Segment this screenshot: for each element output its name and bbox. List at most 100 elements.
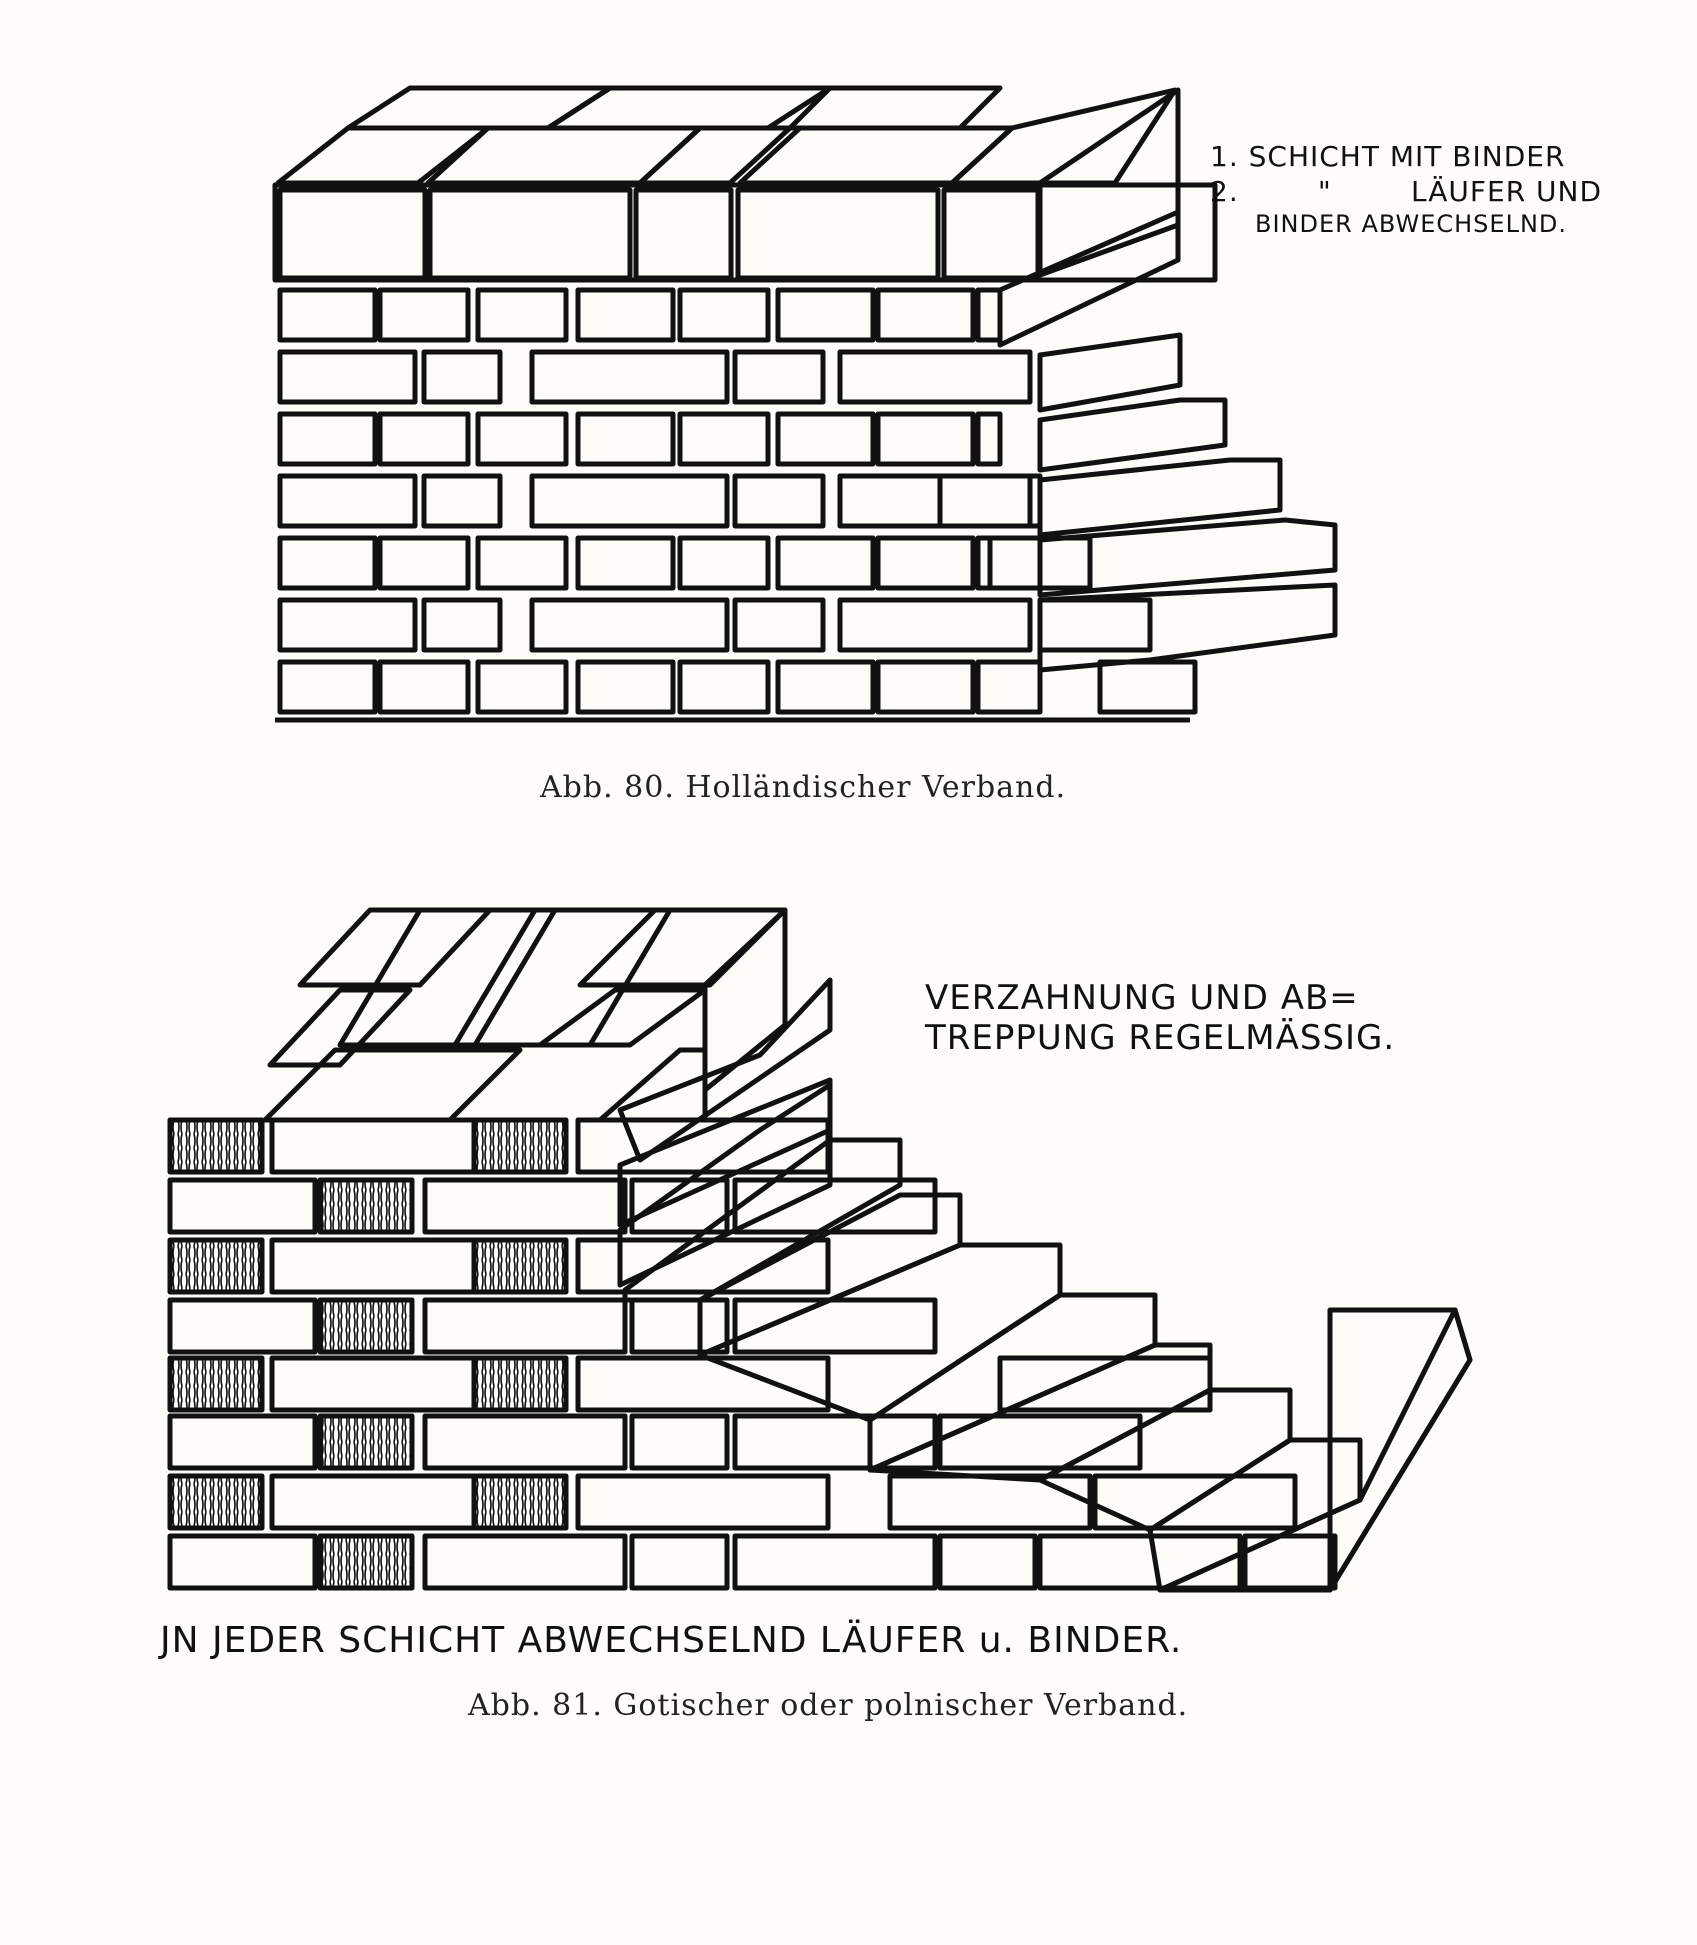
top-brick — [262, 1047, 523, 1123]
stretcher-brick — [732, 1533, 938, 1591]
top-brick — [267, 987, 413, 1068]
brick — [629, 1413, 730, 1471]
stretcher-brick — [732, 1297, 938, 1355]
fig80-annotation-line2: 2. " LÄUFER UND — [1210, 175, 1603, 208]
brick — [732, 349, 826, 405]
brick — [775, 287, 876, 343]
brick — [987, 535, 1093, 591]
brick — [837, 473, 1033, 529]
end-face — [1037, 332, 1183, 413]
header-brick-hatched — [167, 1355, 265, 1413]
hollaendischer-verband-drawing — [272, 85, 1338, 723]
brick — [529, 349, 730, 405]
brick — [837, 597, 1033, 653]
fig81-annotation-line1: VERZAHNUNG UND AB= — [925, 978, 1359, 1018]
brick — [677, 287, 771, 343]
header-brick-hatched — [317, 1413, 415, 1471]
top-brick — [577, 907, 788, 988]
stretcher-brick — [167, 1177, 318, 1235]
brick — [1097, 659, 1198, 715]
step-face — [622, 1137, 903, 1303]
stretcher-brick — [937, 1413, 1143, 1471]
brick — [629, 1533, 730, 1591]
brick — [775, 411, 876, 467]
brick — [775, 659, 876, 715]
brick — [277, 411, 378, 467]
step-face — [1037, 1387, 1293, 1533]
header-brick-hatched — [167, 1473, 265, 1531]
header-brick-hatched — [317, 1297, 415, 1355]
brick — [421, 349, 503, 405]
stretcher-brick — [575, 1117, 831, 1175]
stretcher-brick — [732, 1413, 938, 1471]
step-face — [867, 1292, 1158, 1473]
stretcher-brick — [575, 1237, 831, 1295]
brick — [575, 411, 676, 467]
brick — [277, 287, 378, 343]
brick — [475, 287, 569, 343]
brick — [875, 659, 976, 715]
brick — [277, 349, 418, 405]
stretcher-brick — [887, 1473, 1093, 1531]
brick — [377, 411, 471, 467]
brick — [277, 473, 418, 529]
header-brick-hatched — [317, 1533, 415, 1591]
brick — [1242, 1533, 1338, 1591]
step-face — [1157, 1307, 1473, 1593]
step-face — [697, 1242, 1063, 1423]
brick — [937, 473, 1043, 529]
stretcher-brick — [997, 1355, 1213, 1413]
brick — [677, 535, 771, 591]
brick — [677, 659, 771, 715]
brick — [475, 535, 569, 591]
stretcher-brick — [422, 1413, 628, 1471]
fig80-annotation-line3: BINDER ABWECHSELND. — [1255, 210, 1568, 238]
stretcher-brick — [422, 1177, 628, 1235]
brick — [937, 1533, 1038, 1591]
brick — [277, 535, 378, 591]
end-face — [1037, 582, 1338, 673]
header-brick-hatched — [471, 1355, 569, 1413]
brick — [529, 473, 730, 529]
brick — [575, 287, 676, 343]
stretcher-brick — [167, 1533, 318, 1591]
brick — [277, 597, 418, 653]
stretcher-brick — [422, 1533, 628, 1591]
brick-top-course — [427, 187, 633, 281]
brick — [975, 287, 1003, 343]
brick — [732, 597, 826, 653]
fig81-bottom-note: JN JEDER SCHICHT ABWECHSELND LÄUFER u. B… — [160, 1620, 1183, 1661]
brick — [475, 659, 569, 715]
header-brick-hatched — [471, 1237, 569, 1295]
header-brick-hatched — [471, 1473, 569, 1531]
brick — [277, 659, 378, 715]
step-face — [1147, 1437, 1363, 1593]
brick-top-course — [941, 187, 1041, 281]
step-face — [697, 1192, 963, 1358]
brick — [529, 597, 730, 653]
step-face — [617, 977, 833, 1163]
header-brick-hatched — [317, 1177, 415, 1235]
header-brick-hatched — [167, 1237, 265, 1295]
brick — [975, 411, 1003, 467]
brick — [421, 473, 503, 529]
end-face — [1037, 397, 1228, 473]
stretcher-brick — [167, 1413, 318, 1471]
brick — [377, 659, 471, 715]
brick — [875, 411, 976, 467]
brick — [629, 1177, 730, 1235]
brick — [1037, 597, 1153, 653]
brick — [575, 659, 676, 715]
step-face — [1327, 1307, 1473, 1593]
brick — [975, 659, 1043, 715]
brick — [677, 411, 771, 467]
brick-top-course — [735, 187, 941, 281]
brick — [837, 349, 1033, 405]
brick — [732, 473, 826, 529]
fig81-caption: Abb. 81. Gotischer oder polnischer Verba… — [468, 1688, 1189, 1723]
brick — [875, 287, 976, 343]
stretcher-brick — [732, 1177, 938, 1235]
fig81-annotation-line2: TREPPUNG REGELMÄSSIG. — [925, 1018, 1396, 1058]
